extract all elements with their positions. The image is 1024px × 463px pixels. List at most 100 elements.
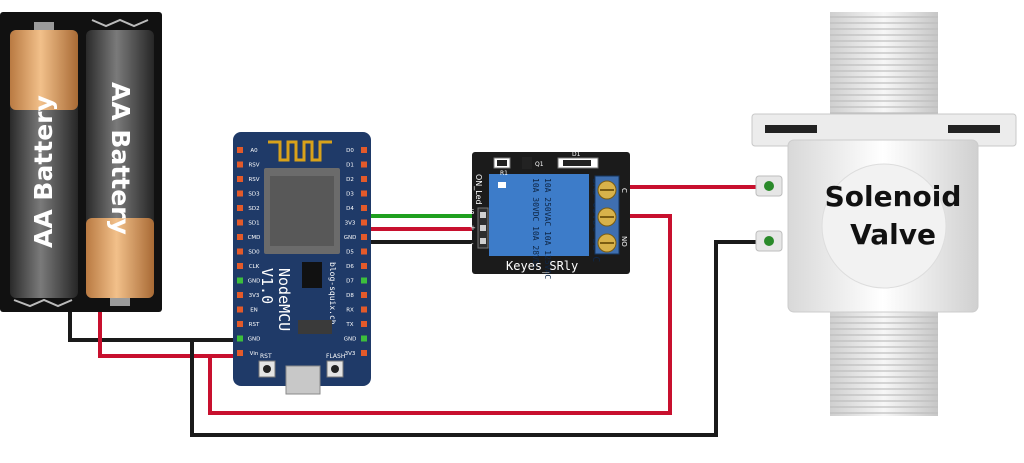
left-pin-label: RST [249,322,260,328]
right-pin-pad [361,263,367,269]
antenna-icon [268,140,332,162]
wire-battery-vin [98,300,245,358]
regulator [298,320,332,334]
battery-cell-2: AA Battery [86,30,154,306]
right-pin-label: D7 [346,279,354,285]
right-pin-label: GND [344,235,357,241]
right-pin-pad [361,190,367,197]
spring-icon [13,298,73,308]
right-pin-label: D2 [346,177,354,183]
left-pin-pad [237,350,243,356]
right-pin-pad [361,292,367,298]
nodemcu-version: V1.0 [258,268,276,304]
bracket-slot [765,125,817,133]
right-pin-label: 3V3 [345,351,356,357]
left-pin-label: Vin [250,351,259,357]
right-pin-label: D4 [346,206,354,212]
q1-label: Q1 [535,161,544,168]
left-pin-pad [237,234,243,240]
left-pin-pad [237,161,243,168]
usb-chip [302,262,322,288]
usb-port [285,365,321,395]
right-pin-pad [361,219,367,226]
transistor-q1 [522,157,532,169]
left-pin-label: RSV [248,163,259,169]
right-pin-pad [361,147,367,153]
left-pin-label: CLK [249,264,260,270]
right-pin-pad [361,176,367,182]
right-pin-pad [361,161,367,168]
battery-label: AA Battery [29,95,58,248]
relay-pin-s: S [470,208,475,216]
left-pin-pad [237,147,243,153]
right-pin-label: D0 [346,148,354,154]
right-pin-pad [361,205,367,211]
relay-name: Keyes_SRly [506,259,578,273]
left-pin-label: SD2 [248,206,259,212]
right-pin-pad [361,350,367,356]
left-pin-label: EN [250,308,258,314]
right-pin-label: D6 [346,264,354,270]
nodemcu-board: A0RSVRSVSD3SD2SD1CMDSD0CLKGND3V3ENRSTGND… [233,132,371,395]
terminal-c-label: C [620,188,628,193]
left-pin-label: RSV [248,177,259,183]
left-pin-label: SD1 [248,221,259,227]
valve-center-dome [821,163,947,289]
left-pin-pad [237,190,243,197]
flash-button-cap [331,365,339,373]
rst-label: RST [260,353,272,360]
left-pin-pad [237,321,243,327]
r1-label: R1 [500,170,508,177]
wires [68,185,770,437]
bracket-slot [948,125,1000,133]
right-pin-label: GND [344,337,357,343]
valve-label-line2: Valve [850,218,936,251]
valve-label-line1: Solenoid [825,180,962,213]
right-pin-label: RX [346,308,354,314]
left-pin-pad [237,292,243,298]
left-pin-label: SD0 [248,250,260,256]
relay-rating-1: 10A 250VAC 10A 125VAC [543,178,552,279]
relay-pin-plus: + [470,224,476,232]
battery-label: AA Battery [106,82,135,235]
terminal-no-label: NO [620,236,628,247]
left-pin-pad [237,248,243,255]
right-pin-pad [361,335,367,342]
right-pin-label: D8 [346,293,354,299]
left-pin-label: 3V3 [249,293,260,299]
right-pin-label: TX [345,322,353,328]
left-pin-pad [237,176,243,182]
left-pin-label: GND [248,279,261,285]
wire-battery-gnd [68,300,245,342]
left-pin-pad [237,335,243,342]
right-pin-label: D1 [346,163,354,169]
rst-button-cap [263,365,271,373]
left-pin-pad [237,219,243,226]
left-pin-pad [237,205,243,211]
nodemcu-site: blog-squix.ch [328,262,337,325]
wire-vin-to-relay-no [208,214,672,415]
left-pin-label: GND [248,337,261,343]
right-pin-pad [361,248,367,255]
nodemcu-name: NodeMCU [275,268,293,331]
left-pin-pad [237,263,243,269]
solenoid-valve: Solenoid Valve [751,12,1017,416]
right-pin-label: D3 [346,192,354,198]
right-pin-pad [361,306,367,313]
spring-icon [91,18,149,28]
right-pin-pad [361,234,367,240]
d1-label: D1 [572,151,581,158]
relay-rating-2: 10A 30VDC 10A 28VDC [531,178,540,270]
wire-gnd-to-valve [190,240,770,437]
led-label: ON_Led [474,174,483,205]
battery-pack: AA Battery AA Battery [0,12,162,312]
left-pin-pad [237,277,243,284]
left-pin-pad [237,306,243,313]
right-pin-label: 3V3 [345,221,356,227]
left-pin-label: A0 [250,148,258,154]
left-pin-label: CMD [248,235,261,241]
status-led [498,182,506,188]
left-pin-label: SD3 [248,192,260,198]
